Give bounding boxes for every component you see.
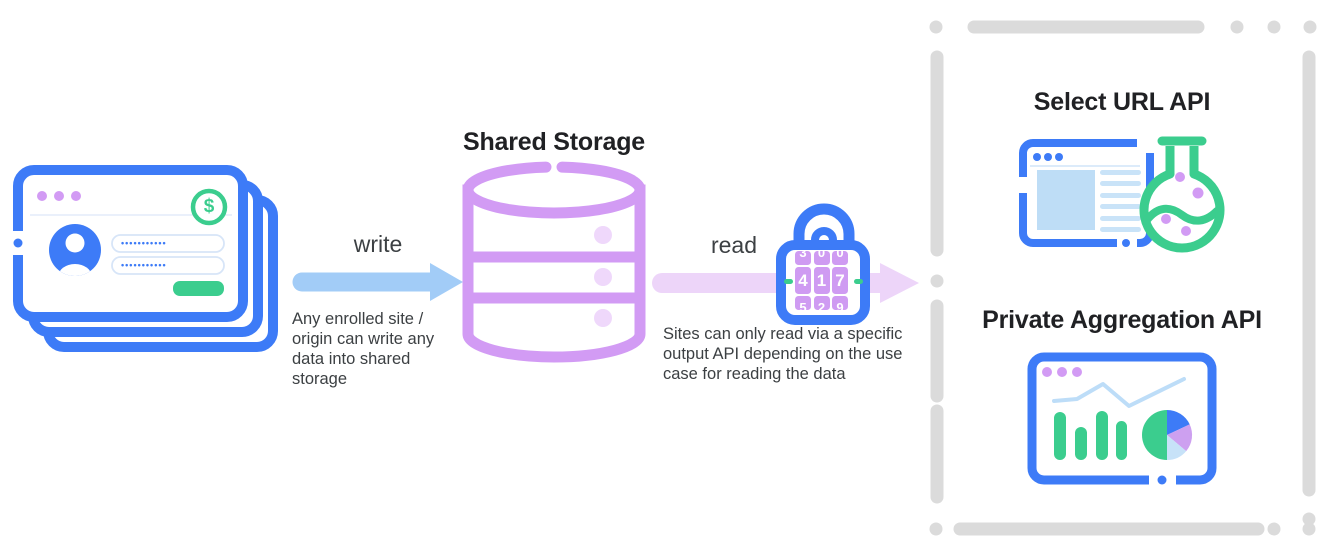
database-icon [462, 161, 646, 363]
lock-tick-left [784, 279, 793, 284]
window-dots-icon [1033, 153, 1063, 161]
login-windows-icon [10, 165, 278, 352]
write-arrow [292, 263, 463, 301]
dollar-glyph: $ [203, 196, 215, 218]
flask-bubbles [1161, 172, 1204, 236]
select-url-api-title: Select URL API [1033, 88, 1211, 116]
dollar-icon [190, 188, 228, 226]
submit-button-shape [173, 281, 224, 296]
write-label: write [353, 231, 403, 257]
line-chart-icon [1052, 377, 1186, 408]
lock-dial: 0 1 2 [813, 251, 830, 313]
window-dots-icon [37, 191, 81, 201]
browser-window-icon [1017, 135, 1169, 250]
bar-chart-icon [1054, 411, 1127, 460]
password-field [111, 234, 225, 253]
lock-dial: 3 4 5 [795, 251, 811, 313]
window-dots-icon [1042, 367, 1082, 377]
lock-dials: 3 4 5 0 1 2 0 7 9 [795, 251, 852, 313]
private-aggregation-api-title: Private Aggregation API [982, 306, 1262, 334]
flask-icon [1139, 136, 1225, 253]
border-notch [1017, 177, 1029, 193]
password-value: ••••••••••• [121, 238, 167, 248]
content-block [1037, 170, 1095, 230]
lock-tick-right [854, 279, 863, 284]
dashboard-icon [1027, 352, 1217, 487]
text-lines [1100, 170, 1141, 232]
dashed-frame [929, 20, 1317, 536]
password-field [111, 256, 225, 275]
avatar [49, 224, 101, 276]
read-label: read [710, 232, 758, 258]
write-note: Any enrolled site / origin can write any… [292, 310, 435, 388]
lock-dial: 0 7 9 [832, 251, 848, 313]
dial-digit: 7 [832, 267, 848, 294]
read-note: Sites can only read via a specific outpu… [663, 325, 903, 383]
pie-chart-icon [1142, 409, 1193, 461]
dial-digit: 4 [795, 267, 811, 294]
shared-storage-title: Shared Storage [463, 128, 645, 156]
password-value: ••••••••••• [121, 260, 167, 270]
dial-digit: 1 [813, 267, 830, 294]
